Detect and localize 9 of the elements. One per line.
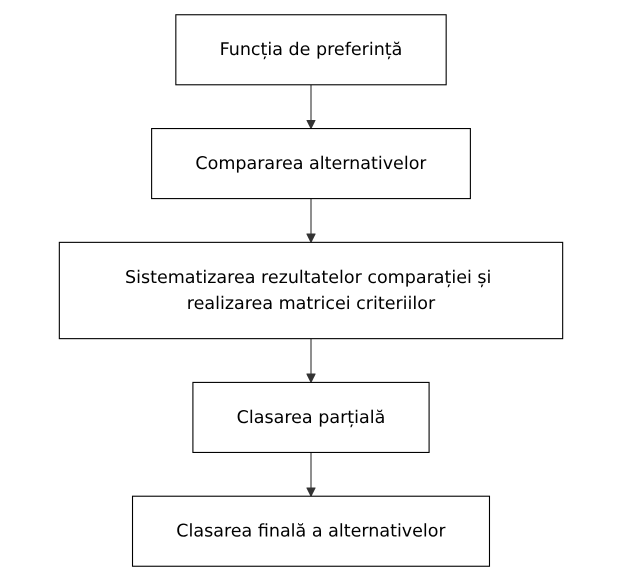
arrow <box>306 198 316 243</box>
node-box: Clasarea parțială <box>192 382 430 453</box>
arrow <box>306 452 316 497</box>
node-box: Sistematizarea rezultatelor comparației și realizarea matricei criteriilor <box>58 242 564 340</box>
arrow <box>306 338 316 383</box>
node-box: Funcția de preferință <box>175 14 447 86</box>
node-box: Clasarea finală a alternativelor <box>132 496 490 567</box>
node-box: Compararea alternativelor <box>151 128 471 200</box>
arrow <box>306 84 316 129</box>
